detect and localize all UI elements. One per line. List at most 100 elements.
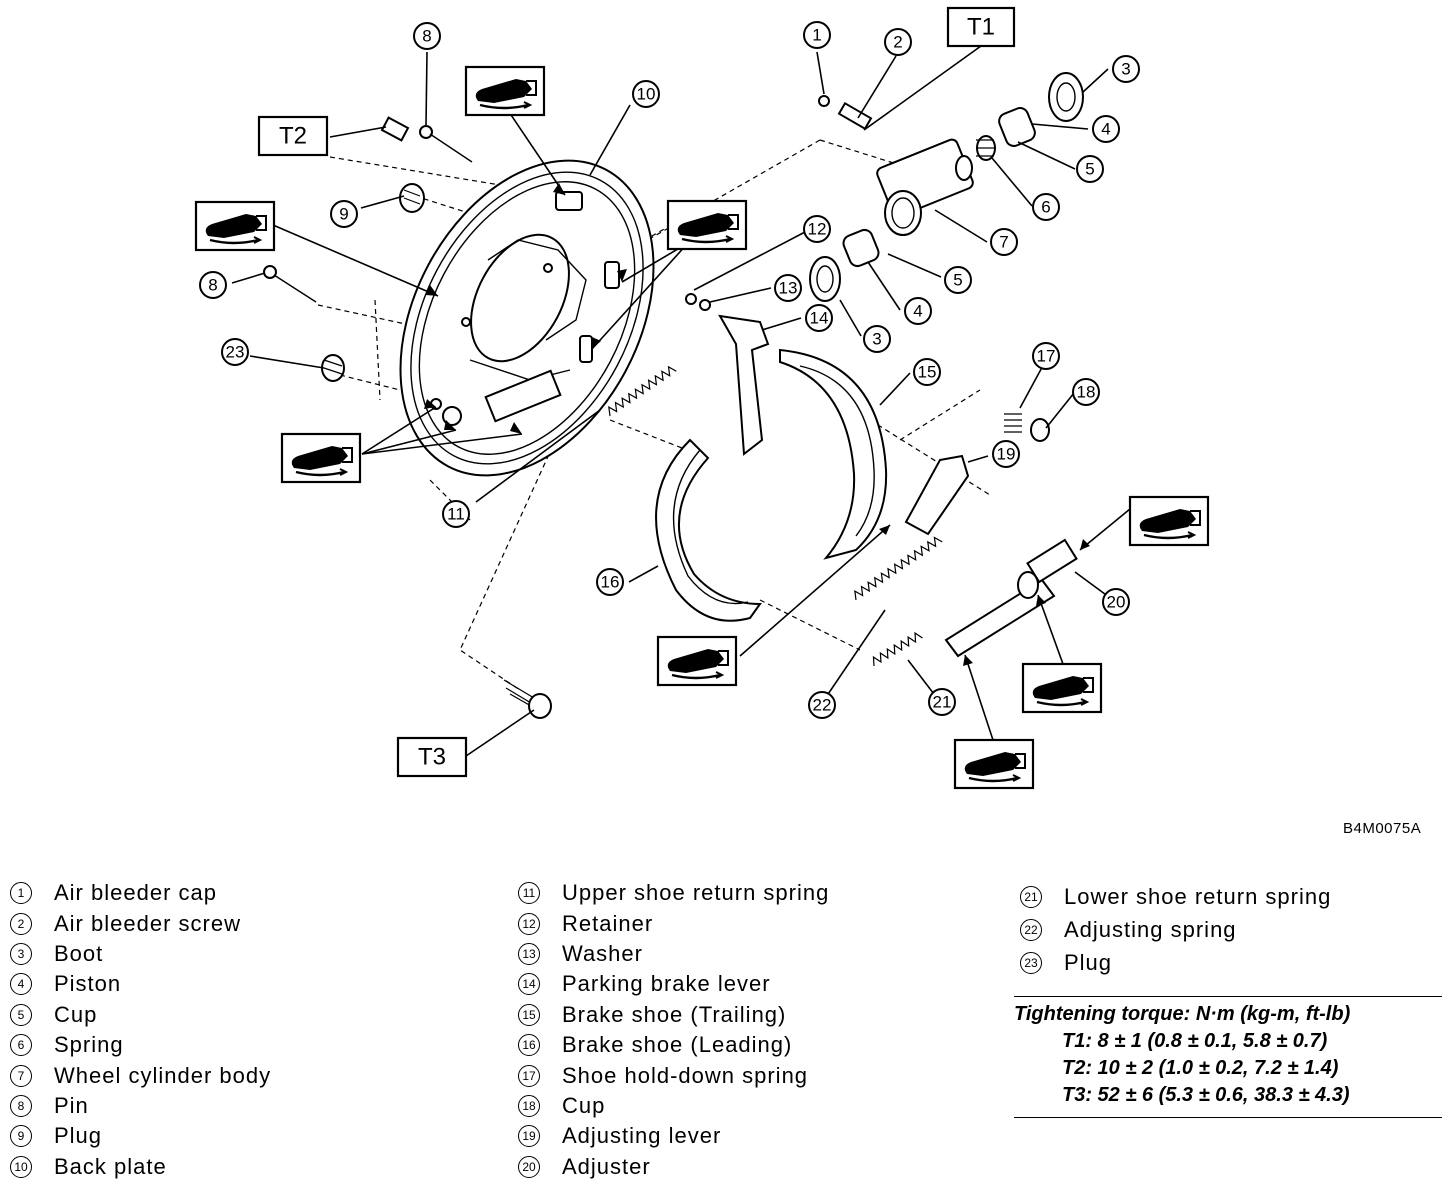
legend-label: Adjusting spring	[1064, 916, 1237, 942]
torque-row-t3: T3: 52 ± 6 (5.3 ± 0.6, 38.3 ± 4.3)	[1062, 1084, 1350, 1106]
svg-text:21: 21	[933, 693, 952, 712]
callout-13: 13	[774, 274, 802, 302]
callout-22: 22	[808, 691, 836, 719]
callout-8-upper: 8	[413, 22, 441, 50]
svg-text:4: 4	[1101, 120, 1110, 139]
callout-15: 15	[913, 358, 941, 386]
pin-lower	[263, 265, 317, 303]
plug-23	[321, 354, 345, 382]
svg-text:13: 13	[779, 279, 798, 298]
legend-label: Cup	[54, 1001, 98, 1027]
svg-text:3: 3	[872, 330, 881, 349]
springs	[608, 365, 1050, 667]
callout-4-upper: 4	[1092, 115, 1120, 143]
legend-item: 22 Adjusting spring	[1020, 913, 1331, 946]
legend-item: 18 Cup	[518, 1091, 829, 1121]
callout-17: 17	[1032, 342, 1060, 370]
legend-item: 23 Plug	[1020, 946, 1331, 979]
legend-label: Retainer	[562, 910, 654, 936]
legend-label: Adjuster	[562, 1153, 651, 1179]
svg-text:4: 4	[913, 302, 922, 321]
legend-label: Air bleeder cap	[54, 880, 217, 906]
torque-title: Tightening torque: N·m (kg-m, ft-lb)	[1014, 1003, 1351, 1025]
grease-application-icon	[953, 738, 1035, 790]
bolt-t3	[503, 679, 552, 719]
svg-text:12: 12	[808, 220, 827, 239]
torque-label-text: T2	[279, 123, 307, 150]
legend-number: 9	[10, 1125, 32, 1148]
legend-label: Plug	[54, 1123, 103, 1149]
callout-16: 16	[596, 568, 624, 596]
grease-icons	[194, 65, 1210, 790]
adjuster	[944, 538, 1078, 658]
legend-number: 22	[1020, 918, 1042, 941]
grease-application-icon	[656, 635, 738, 687]
legend-label: Brake shoe (Trailing)	[562, 1001, 787, 1027]
svg-text:17: 17	[1037, 347, 1056, 366]
legend-label: Plug	[1064, 949, 1113, 975]
pin-upper	[419, 125, 473, 163]
legend-number: 1	[10, 882, 32, 905]
legend-number: 6	[10, 1034, 32, 1057]
svg-text:5: 5	[953, 271, 962, 290]
legend-label: Back plate	[54, 1153, 167, 1179]
brake-exploded-diagram: T1 T2 T3 1 2 3 3 4 4 5 5 6 7 8 8 9 10 11…	[194, 6, 1210, 790]
legend-number: 23	[1020, 951, 1042, 974]
torque-label-t3: T3	[396, 736, 468, 778]
svg-text:2: 2	[893, 33, 902, 52]
svg-text:8: 8	[208, 276, 217, 295]
callout-10: 10	[632, 80, 660, 108]
legend-number: 19	[518, 1125, 540, 1148]
legend-label: Spring	[54, 1032, 124, 1058]
legend-number: 12	[518, 912, 540, 935]
grease-application-icon	[1128, 495, 1210, 547]
svg-text:9: 9	[339, 205, 348, 224]
bleeder-bolt-t2	[380, 116, 410, 142]
legend-number: 17	[518, 1064, 540, 1087]
callout-3-upper: 3	[1112, 55, 1140, 83]
callout-20: 20	[1102, 588, 1130, 616]
torque-label-t2: T2	[257, 115, 329, 157]
callout-19: 19	[992, 440, 1020, 468]
legend-item: 12 Retainer	[518, 908, 829, 938]
legend-number: 5	[10, 1003, 32, 1026]
svg-text:1: 1	[812, 26, 821, 45]
callout-3-lower: 3	[863, 325, 891, 353]
svg-text:19: 19	[997, 445, 1016, 464]
legend-number: 7	[10, 1064, 32, 1087]
legend-item: 5 Cup	[10, 1000, 271, 1030]
legend-label: Cup	[562, 1092, 606, 1118]
torque-row-t2: T2: 10 ± 2 (1.0 ± 0.2, 7.2 ± 1.4)	[1062, 1057, 1339, 1079]
legend-number: 8	[10, 1094, 32, 1117]
legend-number: 20	[518, 1155, 540, 1178]
back-plate	[399, 159, 655, 477]
legend-number: 4	[10, 973, 32, 996]
svg-text:18: 18	[1077, 383, 1096, 402]
svg-text:15: 15	[918, 363, 937, 382]
callout-23: 23	[221, 338, 249, 366]
legend-number: 13	[518, 942, 540, 965]
legend-number: 3	[10, 942, 32, 965]
callout-7: 7	[990, 228, 1018, 256]
svg-text:23: 23	[226, 343, 245, 362]
legend-item: 9 Plug	[10, 1121, 271, 1151]
legend-number: 2	[10, 912, 32, 935]
callout-1: 1	[803, 21, 831, 49]
grease-application-icon	[666, 199, 748, 251]
callout-6: 6	[1032, 193, 1060, 221]
torque-row-t1: T1: 8 ± 1 (0.8 ± 0.1, 5.8 ± 0.7)	[1062, 1030, 1328, 1052]
legend-number: 18	[518, 1094, 540, 1117]
legend-label: Wheel cylinder body	[54, 1062, 272, 1088]
svg-text:8: 8	[422, 27, 431, 46]
